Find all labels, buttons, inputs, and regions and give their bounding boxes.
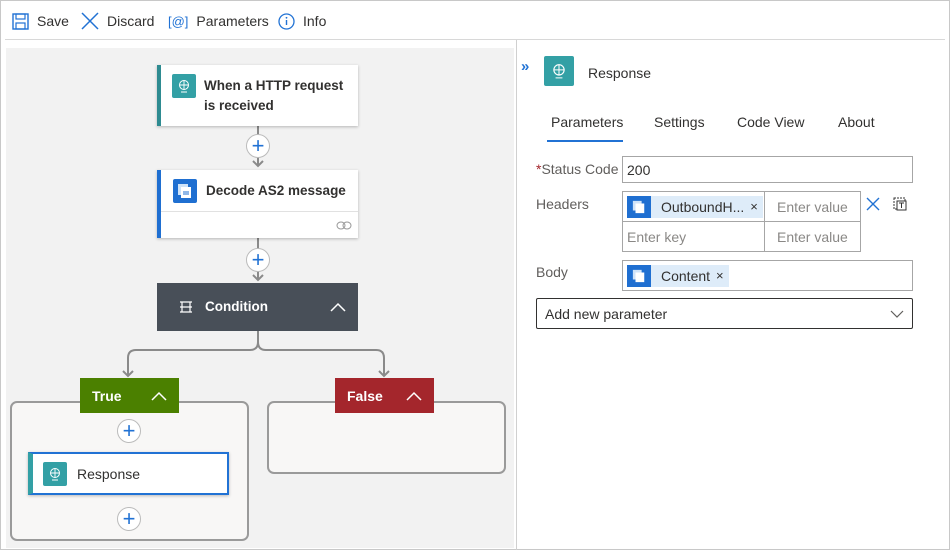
decode-as2-card[interactable]: Decode AS2 message (157, 170, 358, 238)
header-value-input[interactable]: Enter value (764, 191, 861, 222)
add-step-button[interactable]: + (246, 134, 270, 158)
toolbar-divider (5, 39, 945, 40)
chevron-down-icon (890, 310, 904, 318)
add-step-button[interactable]: + (246, 248, 270, 272)
remove-token-icon[interactable]: × (750, 199, 758, 214)
link-icon (336, 221, 352, 230)
close-icon (81, 12, 99, 30)
header-key-input[interactable]: OutboundH...× (622, 191, 765, 222)
active-tab-indicator (547, 140, 623, 142)
collapse-panel-icon[interactable]: » (521, 58, 530, 75)
parameters-button[interactable]: [@] Parameters (168, 10, 269, 32)
card-divider (161, 211, 358, 212)
response-icon (544, 56, 574, 86)
chevron-up-icon[interactable] (330, 302, 346, 312)
header-value-input-new[interactable]: Enter value (764, 221, 861, 252)
outbound-headers-token[interactable]: OutboundH...× (627, 195, 763, 218)
add-step-button[interactable]: + (117, 419, 141, 443)
save-label: Save (37, 13, 69, 29)
add-param-placeholder: Add new parameter (545, 305, 668, 322)
tab-parameters[interactable]: Parameters (551, 114, 624, 130)
condition-title: Condition (205, 299, 268, 314)
info-icon (278, 12, 295, 30)
status-code-input[interactable]: 200 (622, 156, 913, 183)
parameters-label: Parameters (196, 13, 269, 29)
remove-token-icon[interactable]: × (716, 268, 724, 283)
discard-button[interactable]: Discard (81, 10, 154, 32)
parameters-icon: [@] (168, 13, 189, 29)
as2-icon (627, 195, 651, 218)
save-button[interactable]: Save (12, 10, 69, 32)
tab-code-view[interactable]: Code View (737, 114, 805, 130)
body-label: Body (536, 264, 568, 280)
chevron-up-icon[interactable] (151, 391, 167, 401)
content-token[interactable]: Content× (627, 264, 729, 287)
as2-icon (173, 179, 197, 203)
tab-settings[interactable]: Settings (654, 114, 705, 130)
response-title: Response (77, 465, 141, 482)
condition-card[interactable]: Condition (157, 283, 358, 331)
add-new-parameter-dropdown[interactable]: Add new parameter (536, 298, 913, 329)
true-branch-header[interactable]: True (80, 378, 179, 413)
response-icon (43, 461, 67, 486)
add-step-button[interactable]: + (117, 507, 141, 531)
info-button[interactable]: Info (278, 10, 326, 32)
condition-icon (180, 301, 192, 313)
panel-title[interactable]: Response (588, 65, 652, 81)
response-card[interactable]: Response (28, 452, 229, 495)
http-request-icon (172, 74, 196, 98)
save-icon (12, 12, 29, 30)
delete-row-icon[interactable] (866, 197, 880, 211)
false-branch-header[interactable]: False (335, 378, 434, 413)
status-code-label: *Status Code (536, 161, 619, 177)
headers-label: Headers (536, 196, 589, 212)
false-label: False (347, 387, 383, 404)
info-label: Info (303, 13, 327, 29)
as2-icon (627, 264, 651, 287)
chevron-up-icon[interactable] (406, 391, 422, 401)
tab-about[interactable]: About (838, 114, 875, 130)
decode-title: Decode AS2 message (206, 183, 346, 198)
panel-divider (516, 40, 517, 550)
discard-label: Discard (107, 13, 155, 29)
switch-to-text-icon[interactable] (893, 196, 907, 211)
body-input[interactable]: Content× (622, 260, 913, 291)
true-label: True (92, 387, 122, 404)
header-key-input-new[interactable]: Enter key (622, 221, 765, 252)
